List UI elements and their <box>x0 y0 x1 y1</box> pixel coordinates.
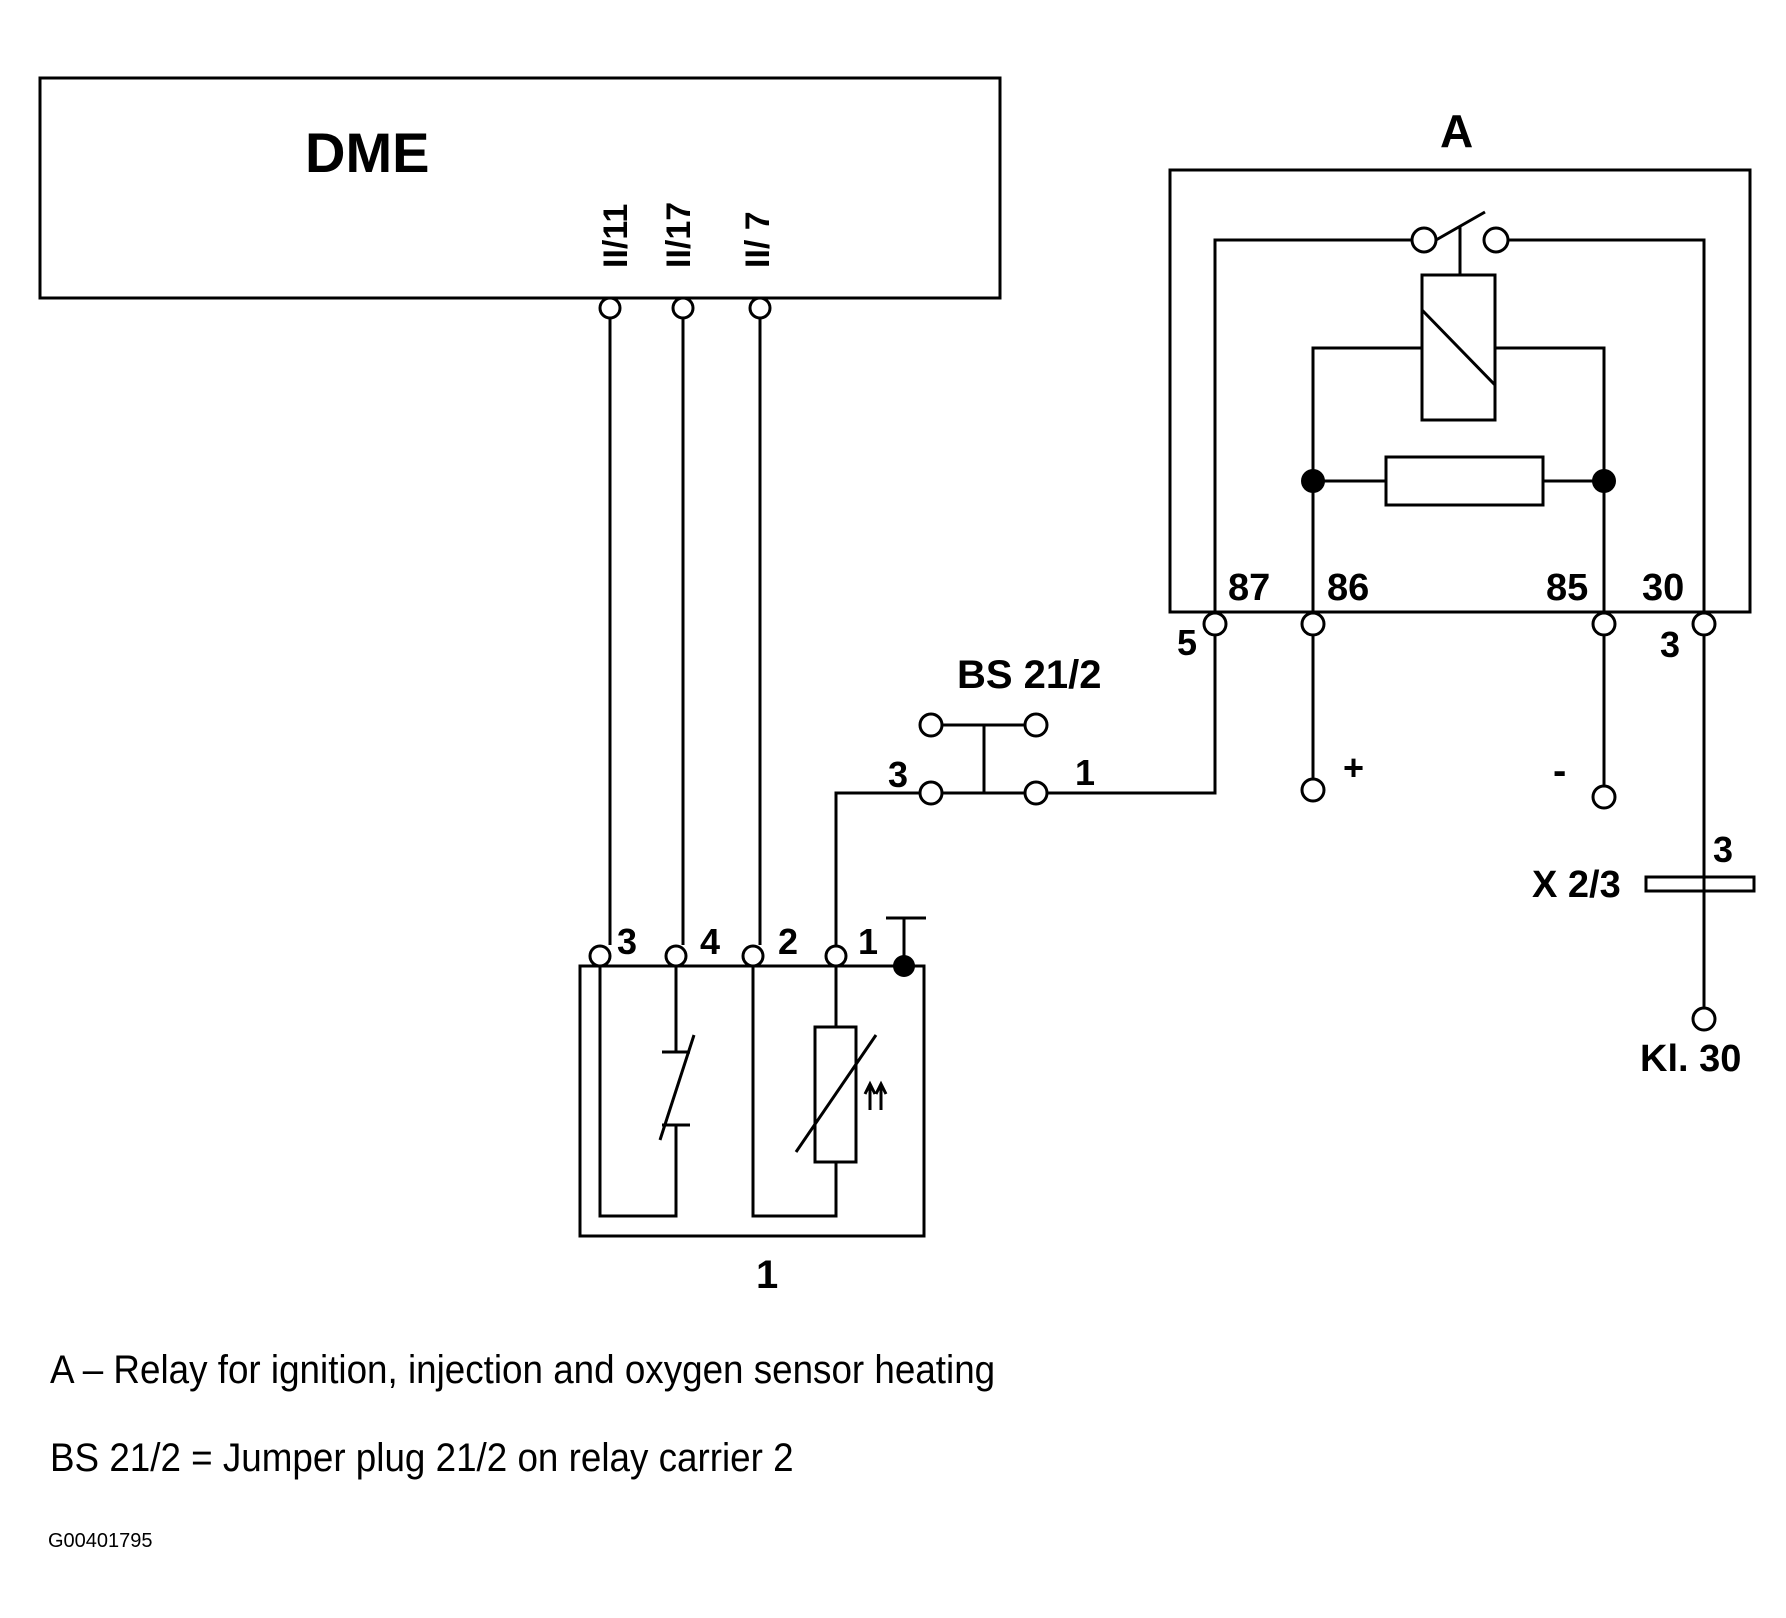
temperature-arrows-icon <box>863 1080 888 1110</box>
plus-terminal <box>1300 777 1326 803</box>
sensor-pin-label-1: 1 <box>858 921 878 962</box>
jumper-pin-label-3: 3 <box>888 754 908 795</box>
minus-label: - <box>1553 749 1566 793</box>
legend-line-a: A – Relay for ignition, injection and ox… <box>50 1348 996 1392</box>
minus-terminal <box>1591 784 1617 810</box>
jumper-terminal-3 <box>918 780 944 806</box>
relay-terminal-85 <box>1591 611 1617 637</box>
relay-box <box>1168 168 1752 614</box>
dme-pin-label-ii17: II/17 <box>660 202 698 268</box>
sensor-loop-right <box>751 956 838 1218</box>
connector-label: X 2/3 <box>1532 864 1621 906</box>
relay-label: A <box>1440 105 1473 157</box>
wire-sensor-1-to-jumper-3 <box>834 791 920 945</box>
relay-pin-label-87: 87 <box>1228 567 1270 609</box>
plus-label: + <box>1343 747 1364 788</box>
dme-terminal-ii17 <box>671 296 695 320</box>
jumper-label: BS 21/2 <box>957 653 1102 697</box>
relay-coil-lead-86 <box>1311 346 1422 612</box>
relay-a: A 87 86 85 30 5 3 + - <box>1168 105 1752 810</box>
dme-pin-label-ii7: II/ 7 <box>739 211 777 268</box>
sensor-terminal-4 <box>664 944 688 968</box>
dme-unit: DME II/11 II/17 II/ 7 <box>38 76 1002 300</box>
relay-junction-dot-right <box>1592 469 1616 493</box>
wire-jumper-1-to-relay-87 <box>1047 635 1217 795</box>
jumper-plug: BS 21/2 3 1 <box>834 653 1102 945</box>
legend-line-bs: BS 21/2 = Jumper plug 21/2 on relay carr… <box>50 1436 794 1480</box>
supply-path: 3 X 2/3 Kl. 30 <box>1532 635 1756 1080</box>
sensor-pin-label-3: 3 <box>617 921 637 962</box>
heater-resistor <box>813 1025 858 1164</box>
relay-switch-contact-left <box>1410 226 1438 254</box>
relay-pin-label-30: 30 <box>1642 567 1684 609</box>
sensor-terminal-1 <box>824 944 848 968</box>
relay-plug-label-5: 5 <box>1177 622 1197 663</box>
ground-junction-dot <box>893 955 915 977</box>
relay-junction-dot-left <box>1301 469 1325 493</box>
sensor-label: 1 <box>756 1253 778 1297</box>
jumper-terminal-top-left <box>918 712 944 738</box>
relay-terminal-30 <box>1691 611 1717 637</box>
figure-code: G00401795 <box>48 1530 153 1552</box>
relay-pin-label-86: 86 <box>1327 567 1369 609</box>
relay-plug-label-3: 3 <box>1660 624 1680 665</box>
sensor-variable-slash <box>658 1034 696 1141</box>
heater-variable-slash <box>794 1034 878 1153</box>
relay-pin-label-85: 85 <box>1546 567 1588 609</box>
kl30-label: Kl. 30 <box>1640 1038 1741 1080</box>
sensor-terminal-3 <box>588 944 612 968</box>
dme-box <box>38 76 1002 300</box>
sensor-pin-label-2: 2 <box>778 921 798 962</box>
jumper-terminal-top-right <box>1023 712 1049 738</box>
dme-terminal-ii7 <box>748 296 772 320</box>
kl30-terminal <box>1691 1006 1717 1032</box>
relay-coil-lead-85 <box>1495 346 1606 612</box>
oxygen-sensor: 3 4 2 1 1 <box>578 916 926 1297</box>
relay-switch-right-lead <box>1506 238 1706 612</box>
jumper-terminal-1 <box>1023 780 1049 806</box>
connector-x23 <box>1644 875 1756 893</box>
relay-terminal-87 <box>1202 611 1228 637</box>
relay-resistor <box>1384 455 1545 507</box>
relay-coil-slash <box>1420 308 1497 387</box>
sensor-loop-left <box>598 956 678 1218</box>
dme-terminal-ii11 <box>598 296 622 320</box>
relay-switch-left-lead <box>1213 238 1412 612</box>
dme-pin-label-ii11: II/11 <box>597 204 635 268</box>
sensor-pin-label-4: 4 <box>700 921 720 962</box>
jumper-pin-label-1: 1 <box>1075 752 1095 793</box>
dme-title: DME <box>305 121 429 184</box>
relay-switch-contact-right <box>1482 226 1510 254</box>
connector-pin-label: 3 <box>1713 829 1733 870</box>
relay-terminal-86 <box>1300 611 1326 637</box>
sensor-terminal-2 <box>741 944 765 968</box>
